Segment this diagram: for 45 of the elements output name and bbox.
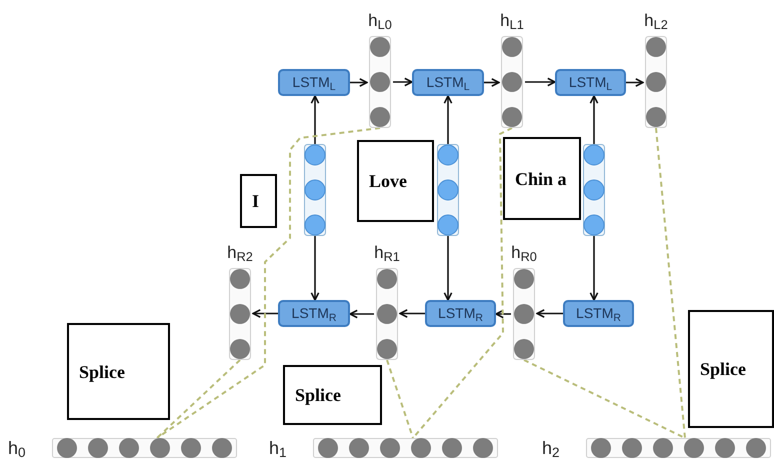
lstm-cell-box: LSTM$_{R}$: [425, 300, 496, 327]
arrow: [444, 236, 452, 301]
arrow: [626, 78, 644, 87]
arrow: [525, 78, 556, 86]
state-label: h$_{L0}$: [368, 10, 392, 32]
lstm-cell-box: LSTM$_{R}$: [563, 300, 634, 327]
arrow: [495, 310, 511, 318]
lstm-cell-box: LSTM$_{L}$: [412, 69, 484, 96]
state-label: h$_{0}$: [8, 438, 26, 458]
arrow: [252, 309, 278, 318]
word-box: Splice: [688, 310, 774, 428]
arrow: [484, 78, 500, 87]
word-box: Splice: [283, 365, 382, 425]
lstm-cell-box: LSTM$_{R}$: [278, 300, 350, 327]
state-label: h$_{R0}$: [511, 242, 537, 264]
dashed-connector: [156, 127, 380, 439]
arrow: [444, 95, 452, 144]
dashed-connector: [524, 359, 686, 439]
dashed-connector: [386, 360, 414, 438]
word-box: Chin a: [503, 137, 581, 220]
arrow: [399, 309, 425, 318]
lstm-cell-box: LSTM$_{L}$: [278, 69, 350, 96]
embedding-vector-drawing: [304, 144, 326, 236]
state-label: h$_{L1}$: [500, 10, 524, 32]
dashed-connector: [655, 128, 686, 438]
state-label: h$_{2}$: [542, 438, 560, 458]
state-label: h$_{L2}$: [644, 10, 668, 32]
state-label: h$_{R2}$: [227, 242, 253, 264]
arrow: [349, 310, 374, 318]
arrow: [590, 95, 598, 144]
arrow: [310, 95, 320, 144]
state-label: h$_{R1}$: [374, 242, 400, 264]
word-box: I: [240, 174, 277, 228]
dashed-connector: [156, 359, 241, 439]
arrow: [310, 236, 320, 301]
arrow: [393, 78, 413, 86]
word-box: Love: [357, 140, 434, 222]
arrow: [536, 309, 563, 318]
embedding-vector-drawing: [437, 144, 459, 236]
lstm-cell-box: LSTM$_{L}$: [555, 69, 626, 96]
embedding-vector-drawing: [583, 144, 605, 236]
arrow: [590, 236, 598, 301]
word-box: Splice: [67, 323, 170, 420]
state-label: h$_{1}$: [269, 438, 287, 458]
arrow: [350, 78, 368, 87]
